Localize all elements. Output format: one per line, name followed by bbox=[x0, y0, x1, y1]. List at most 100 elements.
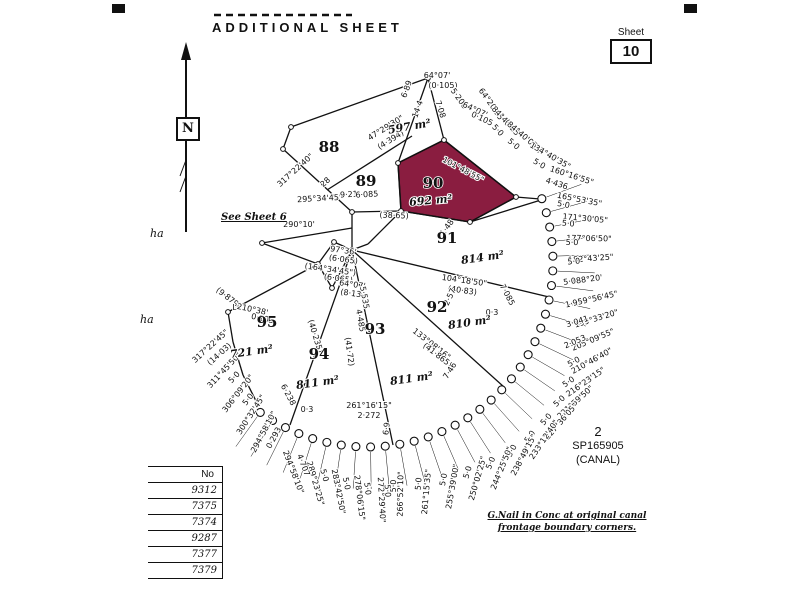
boundary-line bbox=[469, 199, 542, 223]
witness-tick bbox=[556, 236, 594, 242]
lot-number: 89 bbox=[356, 172, 377, 190]
canal-frontage-corner-mark bbox=[506, 374, 517, 384]
canal-frontage-corner-mark bbox=[351, 442, 361, 452]
witness-tick bbox=[515, 381, 545, 406]
bearing-distance-label: (41·72) bbox=[343, 337, 356, 367]
bearing-distance-label: 182°43'25" bbox=[568, 252, 614, 264]
corner-node bbox=[398, 208, 404, 214]
boundary-line bbox=[232, 341, 244, 376]
witness-tick bbox=[551, 201, 587, 212]
canal-frontage-corner-mark bbox=[541, 208, 551, 218]
canal-frontage-corner-mark bbox=[523, 350, 533, 360]
table-row: 7379 bbox=[148, 563, 222, 579]
corner-node bbox=[349, 209, 355, 215]
witness-tick bbox=[235, 416, 258, 447]
canal-frontage-corner-mark bbox=[475, 404, 485, 414]
survey-note-line: G.Nail in Conc at original canal bbox=[487, 511, 647, 521]
bearing-distance-label: 177°06'50" bbox=[566, 234, 612, 244]
witness-tick bbox=[524, 369, 555, 392]
corner-node bbox=[331, 239, 337, 245]
see-sheet-reference: See Sheet 6 bbox=[221, 212, 287, 223]
boundary-line bbox=[326, 135, 413, 191]
canal-frontage-corner-mark bbox=[268, 415, 278, 426]
bearing-distance-label: 5·0 bbox=[531, 157, 547, 171]
boundary-line bbox=[351, 249, 505, 388]
corner-node bbox=[467, 219, 473, 225]
boundary-line bbox=[351, 210, 402, 213]
boundary-line bbox=[367, 210, 402, 245]
boundary-line bbox=[317, 263, 333, 289]
boundary-line bbox=[290, 77, 429, 128]
sheet-number-box: Sheet 10 bbox=[610, 27, 652, 64]
witness-tick bbox=[400, 449, 408, 486]
lot-number: 93 bbox=[365, 320, 386, 338]
survey-note-line: frontage boundary corners. bbox=[497, 522, 637, 533]
witness-tick bbox=[352, 451, 356, 489]
witness-tick bbox=[385, 451, 390, 489]
canal-frontage-corner-mark bbox=[537, 194, 547, 204]
north-arrow-feather bbox=[179, 159, 187, 177]
canal-frontage-corner-mark bbox=[336, 440, 346, 450]
bearing-distance-label: 7·085 bbox=[498, 283, 517, 307]
boundary-line bbox=[289, 249, 353, 426]
lot-area-label: 811 m² bbox=[295, 373, 340, 392]
boundary-line bbox=[351, 249, 550, 298]
canal-frontage-corner-mark bbox=[280, 423, 291, 433]
canal-frontage-corner-mark bbox=[308, 433, 318, 444]
north-arrow bbox=[179, 42, 191, 232]
canal-frontage-corner-mark bbox=[530, 337, 540, 347]
bearing-distance-label: 5·0 bbox=[561, 218, 574, 228]
witness-tick bbox=[557, 254, 595, 257]
canal-frontage-corner-mark bbox=[544, 295, 554, 305]
corner-node bbox=[280, 146, 286, 152]
bearing-distance-label: 2·272 bbox=[358, 411, 381, 420]
lot-area-label: 721 m² bbox=[229, 342, 274, 361]
witness-tick bbox=[546, 184, 582, 198]
canal-frontage-corner-mark bbox=[547, 236, 557, 247]
adjoining-plan-number: SP165905 bbox=[572, 440, 624, 453]
canal-frontage-corner-mark bbox=[515, 362, 525, 372]
boundary-line bbox=[282, 148, 353, 213]
canal-frontage-corner-mark bbox=[548, 266, 558, 276]
bearing-distance-label: 5·535 bbox=[358, 286, 371, 310]
witness-tick bbox=[282, 438, 298, 473]
sheet-number: 10 bbox=[610, 39, 652, 64]
corner-node bbox=[425, 75, 431, 81]
boundary-line bbox=[400, 210, 471, 223]
corner-node bbox=[315, 261, 321, 267]
witness-tick bbox=[334, 449, 341, 487]
page-title: ADDITIONAL SHEET bbox=[212, 20, 403, 35]
bearing-distance-label: 5·0 bbox=[413, 477, 423, 490]
lot-area-label: 692 m² bbox=[409, 192, 453, 209]
canal-frontage-corner-mark bbox=[463, 413, 473, 423]
lot-area-label: 814 m² bbox=[460, 248, 505, 267]
witness-tick bbox=[553, 300, 591, 309]
corner-node bbox=[288, 124, 294, 130]
bearing-distance-label: 5·0 bbox=[563, 276, 577, 287]
table-header: No bbox=[148, 467, 222, 483]
boundary-line bbox=[427, 77, 445, 141]
north-label: N bbox=[176, 117, 200, 141]
witness-tick bbox=[494, 403, 520, 432]
witness-tick bbox=[505, 393, 533, 420]
corner-node bbox=[329, 285, 335, 291]
witness-tick bbox=[250, 424, 271, 457]
canal-frontage-corner-mark bbox=[395, 439, 405, 449]
bearing-distance-label: 0·3 bbox=[486, 308, 499, 317]
witness-tick bbox=[539, 343, 573, 360]
bearing-distance-label: 5·0 bbox=[389, 480, 398, 493]
bearing-distance-label: 5·0 bbox=[506, 137, 522, 152]
adjoining-lot-number: 2 bbox=[594, 424, 602, 439]
canal-frontage-corner-mark bbox=[294, 429, 304, 439]
boundary-line bbox=[397, 162, 402, 212]
boundary-line bbox=[397, 77, 429, 164]
boundary-line bbox=[242, 374, 259, 406]
canal-frontage-corner-mark bbox=[486, 395, 496, 405]
clipped-area-label: ha bbox=[150, 227, 164, 240]
bearing-distance-label: 0·3 bbox=[301, 405, 314, 414]
bearing-distance-label: 6·89 bbox=[399, 79, 414, 99]
witness-tick bbox=[554, 218, 591, 227]
bearing-distance-label: 5·0 bbox=[567, 257, 580, 267]
